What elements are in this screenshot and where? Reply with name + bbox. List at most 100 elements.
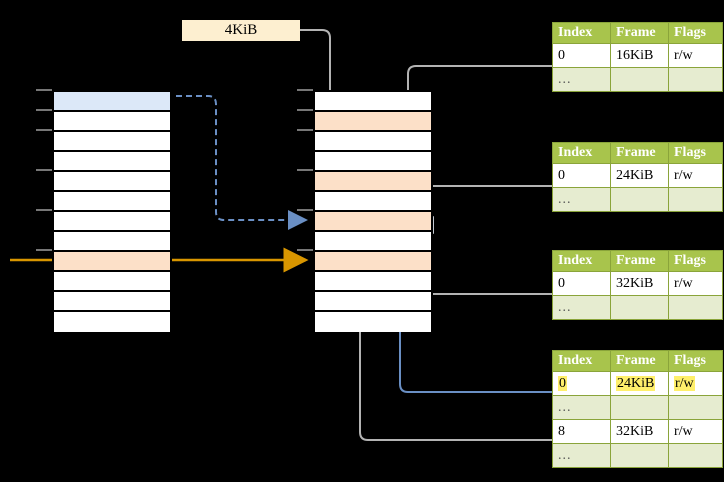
cell-flags: r/w	[668, 43, 723, 68]
cell-frame: 24KiB	[610, 163, 669, 188]
left-cell-5	[54, 172, 170, 192]
left-column	[52, 90, 172, 332]
left-cell-9	[54, 252, 170, 272]
mid-cell-11	[315, 292, 431, 312]
mid-tick-1	[297, 89, 313, 91]
page-table-4-header-row: Index Frame Flags	[552, 350, 723, 372]
mid-cell-10	[315, 272, 431, 292]
left-cell-7	[54, 212, 170, 232]
cell-index: ...	[552, 443, 611, 468]
mid-tick-4	[297, 169, 313, 171]
cell-frame	[610, 443, 669, 468]
col-header-index: Index	[552, 22, 611, 44]
col-header-flags: Flags	[668, 350, 723, 372]
left-cell-12	[54, 312, 170, 332]
mid-tick-3	[297, 129, 313, 131]
page-table-2: Index Frame Flags 0 24KiB r/w ...	[552, 142, 723, 212]
table-row-ellipsis: ...	[552, 187, 723, 212]
left-tick-6	[36, 249, 52, 251]
left-cell-1	[54, 92, 170, 112]
left-tick-4	[36, 169, 52, 171]
cell-flags	[668, 67, 723, 92]
col-header-frame: Frame	[610, 250, 669, 272]
col-header-flags: Flags	[668, 142, 723, 164]
col-header-frame: Frame	[610, 350, 669, 372]
left-cell-3	[54, 132, 170, 152]
page-table-3-header-row: Index Frame Flags	[552, 250, 723, 272]
cell-index: ...	[552, 67, 611, 92]
cell-frame: 32KiB	[610, 271, 669, 296]
cell-flags: r/w	[668, 419, 723, 444]
cell-flags	[668, 443, 723, 468]
left-cell-10	[54, 272, 170, 292]
col-header-flags: Flags	[668, 22, 723, 44]
cell-index: 8	[552, 419, 611, 444]
cell-flags: r/w	[668, 163, 723, 188]
left-cell-11	[54, 292, 170, 312]
left-tick-1	[36, 89, 52, 91]
mid-cell-3	[315, 132, 431, 152]
cell-index: ...	[552, 295, 611, 320]
mid-tick-5	[297, 209, 313, 211]
cell-flags	[668, 395, 723, 420]
cell-flags: r/w	[668, 271, 723, 296]
mid-cell-6	[315, 192, 431, 212]
cell-frame	[610, 187, 669, 212]
wire-table2-to-mid7	[416, 185, 552, 234]
cell-flags	[668, 295, 723, 320]
cell-frame	[610, 395, 669, 420]
page-table-1: Index Frame Flags 0 16KiB r/w ...	[552, 22, 723, 92]
left-cell-2	[54, 112, 170, 132]
page-size-label-text: 4KiB	[224, 22, 258, 38]
col-header-index: Index	[552, 142, 611, 164]
cell-frame	[610, 67, 669, 92]
col-header-frame: Frame	[610, 142, 669, 164]
table-row[interactable]: 0 24KiB r/w	[552, 163, 723, 188]
cell-frame: 16KiB	[610, 43, 669, 68]
left-cell-6	[54, 192, 170, 212]
table-row[interactable]: 0 32KiB r/w	[552, 271, 723, 296]
cell-index: 0	[552, 271, 611, 296]
table-row-ellipsis: ...	[552, 395, 723, 420]
cell-index: ...	[552, 395, 611, 420]
table-row-ellipsis: ...	[552, 67, 723, 92]
mid-cell-9	[315, 252, 431, 272]
page-table-1-header-row: Index Frame Flags	[552, 22, 723, 44]
mid-cell-5	[315, 172, 431, 192]
mid-tick-2	[297, 109, 313, 111]
page-table-3: Index Frame Flags 0 32KiB r/w ...	[552, 250, 723, 320]
cell-flags	[668, 187, 723, 212]
mid-cell-8	[315, 232, 431, 252]
wire-left1-to-mid7-dashed	[176, 95, 308, 230]
mid-cell-1	[315, 92, 431, 112]
table-row[interactable]: 8 32KiB r/w	[552, 419, 723, 444]
mid-cell-7	[315, 212, 431, 232]
mid-cell-2	[315, 112, 431, 132]
col-header-frame: Frame	[610, 22, 669, 44]
page-size-label: 4KiB	[182, 20, 300, 41]
col-header-index: Index	[552, 350, 611, 372]
left-tick-5	[36, 209, 52, 211]
table-row-ellipsis: ...	[552, 295, 723, 320]
cell-flags: r/w	[668, 371, 723, 396]
col-header-flags: Flags	[668, 250, 723, 272]
table-row[interactable]: 0 16KiB r/w	[552, 43, 723, 68]
left-cell-8	[54, 232, 170, 252]
cell-index: 0	[552, 371, 611, 396]
table-row[interactable]: 0 24KiB r/w	[552, 371, 723, 396]
left-tick-2	[36, 109, 52, 111]
cell-index: ...	[552, 187, 611, 212]
cell-index: 0	[552, 163, 611, 188]
left-tick-3	[36, 129, 52, 131]
left-cell-4	[54, 152, 170, 172]
table-row-ellipsis: ...	[552, 443, 723, 468]
cell-frame	[610, 295, 669, 320]
page-table-4: Index Frame Flags 0 24KiB r/w ... 8 32Ki…	[552, 350, 723, 468]
mid-cell-12	[315, 312, 431, 332]
cell-flags-text: r/w	[674, 375, 695, 391]
cell-index-text: 0	[558, 375, 567, 391]
cell-index: 0	[552, 43, 611, 68]
cell-frame: 32KiB	[610, 419, 669, 444]
cell-frame-text: 24KiB	[616, 375, 656, 391]
